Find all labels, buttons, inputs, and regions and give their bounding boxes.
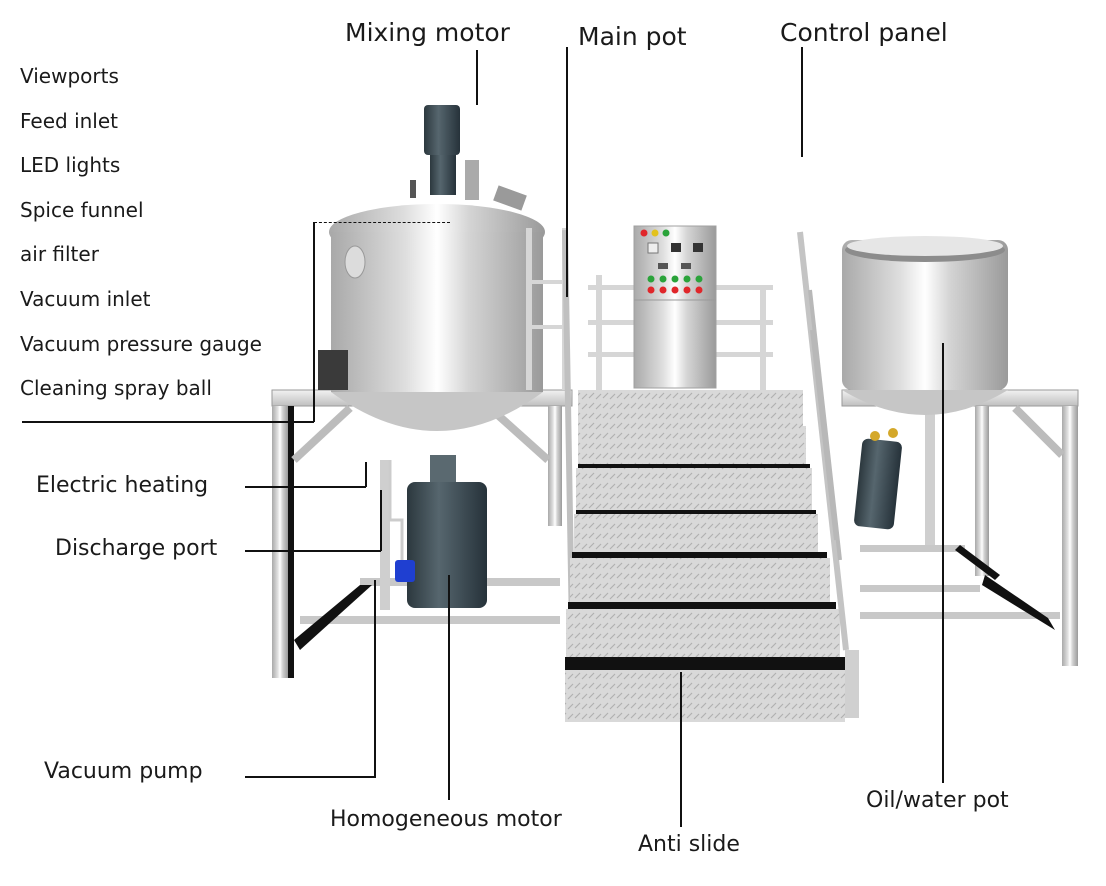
label-electric-heating: Electric heating (36, 473, 209, 498)
leader-line-vacuum-pump-vertical (374, 580, 376, 777)
label-homogeneous-motor: Homogeneous motor (330, 807, 562, 832)
feature-feed-inlet: Feed inlet (20, 109, 119, 133)
leader-line-discharge-port (245, 550, 381, 552)
leader-line-control-panel (801, 47, 803, 157)
leader-line-vacuum-pump (245, 776, 376, 778)
leader-line-main-pot (566, 47, 568, 297)
indicator-light-icon (695, 275, 703, 283)
leader-line-electric-heating-vertical (365, 462, 367, 487)
indicator-light-icon (651, 229, 659, 237)
mixing-motor (424, 105, 460, 195)
indicator-light-icon (683, 286, 691, 294)
feature-vacuum-pressure-gauge: Vacuum pressure gauge (20, 332, 262, 356)
indicator-light-icon (659, 275, 667, 283)
feature-air-filter: air filter (20, 242, 99, 266)
indicator-light-icon (671, 275, 679, 283)
label-control-panel: Control panel (780, 18, 948, 47)
feature-vacuum-inlet: Vacuum inlet (20, 287, 151, 311)
indicator-light-icon (647, 275, 655, 283)
homogeneous-motor (407, 455, 487, 608)
vacuum-pump (388, 460, 415, 582)
indicator-light-icon (662, 229, 670, 237)
leader-line-anti-slide (680, 672, 682, 827)
feature-cleaning-spray-ball: Cleaning spray ball (20, 376, 212, 400)
leader-line-mixing-motor (476, 50, 478, 105)
label-mixing-motor: Mixing motor (345, 18, 510, 47)
leader-line-feature-list-vertical (313, 222, 315, 422)
main-pot (318, 160, 545, 431)
feature-viewports: Viewports (20, 64, 119, 88)
indicator-light-icon (640, 229, 648, 237)
feature-led-lights: LED lights (20, 153, 121, 177)
leader-line-oil-water-pot (942, 343, 944, 783)
label-main-pot: Main pot (578, 22, 687, 51)
indicator-light-icon (659, 286, 667, 294)
indicator-light-icon (683, 275, 691, 283)
feature-spice-funnel: Spice funnel (20, 198, 144, 222)
leader-line-feature-list-dashed (314, 222, 450, 223)
label-discharge-port: Discharge port (55, 536, 218, 561)
leader-line-discharge-port-vertical (380, 490, 382, 551)
stairs (565, 231, 859, 722)
label-vacuum-pump: Vacuum pump (44, 759, 203, 784)
label-anti-slide: Anti slide (638, 832, 740, 857)
control-cabinet (633, 225, 717, 389)
leader-line-electric-heating (245, 486, 366, 488)
oil-water-pot (842, 236, 1008, 530)
indicator-light-icon (647, 286, 655, 294)
leader-line-homogeneous-motor (448, 575, 450, 800)
indicator-light-icon (671, 286, 679, 294)
label-oil-water-pot: Oil/water pot (866, 788, 1009, 813)
leader-line-feature-list (22, 421, 314, 423)
indicator-light-icon (695, 286, 703, 294)
